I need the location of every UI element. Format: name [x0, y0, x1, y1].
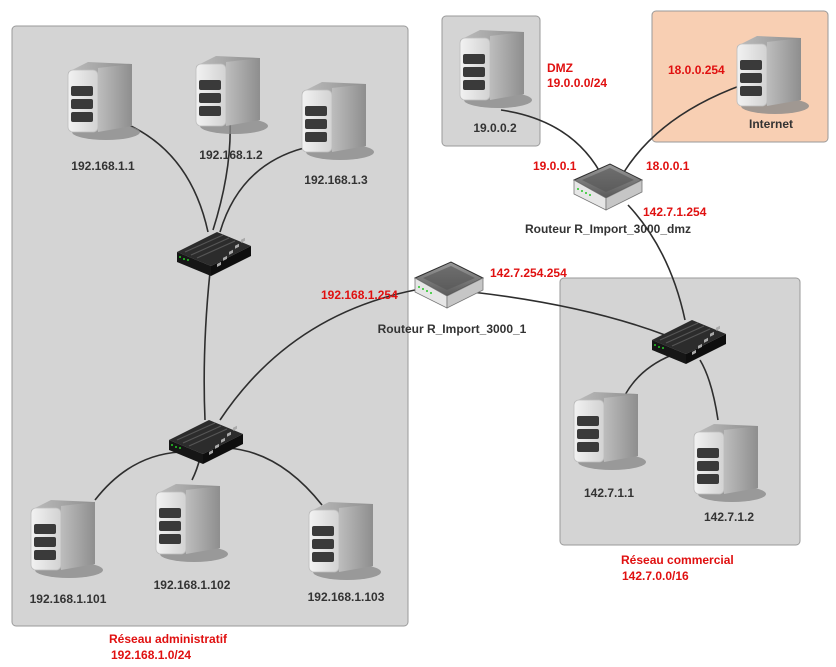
server-label: 142.7.1.2: [703, 510, 755, 524]
zone-admin: [11, 25, 409, 627]
server-icon: [301, 81, 375, 161]
server-label: 192.168.1.102: [153, 578, 231, 592]
server-icon: [693, 423, 767, 503]
link-dmz-router-dmz: [500, 109, 601, 173]
server-label: 192.168.1.2: [199, 148, 263, 162]
link-s103-switch-bottom: [227, 447, 323, 506]
link-internet-router-dmz: [623, 84, 743, 173]
router-ip-label: 18.0.0.1: [646, 159, 690, 173]
link-router-r1-switch-commercial: [471, 291, 666, 336]
server-icon: [736, 35, 810, 115]
router-icon: [414, 261, 484, 309]
zone-dmz-name: DMZ: [547, 61, 573, 75]
server-icon: [459, 29, 533, 109]
router-ip-label: 142.7.254.254: [490, 266, 567, 280]
server-label: 192.168.1.103: [307, 590, 385, 604]
zone-commercial-subnet: 142.7.0.0/16: [622, 569, 689, 583]
server-icon: [308, 501, 382, 581]
server-icon: [67, 61, 141, 141]
router-ip-label: 19.0.0.1: [533, 159, 577, 173]
link-switch-top-switch-bottom: [203, 271, 211, 421]
server-label: 192.168.1.101: [29, 592, 107, 606]
server-icon: [30, 499, 104, 579]
link-switch-bottom-router-r1: [219, 289, 416, 421]
router-ip-label: 142.7.1.254: [643, 205, 707, 219]
server-label: 192.168.1.1: [71, 159, 135, 173]
zone-commercial-name: Réseau commercial: [621, 553, 734, 567]
server-label: 192.168.1.3: [304, 173, 368, 187]
zone-admin-subnet: 192.168.1.0/24: [111, 648, 192, 662]
link-s3-switch-top: [219, 147, 305, 233]
server-icon: [573, 391, 647, 471]
link-s101-switch-bottom: [94, 451, 181, 501]
router-name-label: Routeur R_Import_3000_1: [377, 322, 527, 336]
server-icon: [155, 483, 229, 563]
router-name-label: Routeur R_Import_3000_dmz: [524, 222, 692, 236]
internet-label: Internet: [748, 117, 794, 131]
zone-admin-name: Réseau administratif: [109, 632, 228, 646]
zone-dmz-subnet: 19.0.0.0/24: [547, 76, 608, 90]
server-label: 142.7.1.1: [583, 486, 635, 500]
server-label: 19.0.0.2: [473, 121, 517, 135]
link-router-dmz-switch-commercial: [627, 204, 686, 321]
router-ip-label: 192.168.1.254: [321, 288, 398, 302]
server-icon: [195, 55, 269, 135]
internet-ip-label: 18.0.0.254: [668, 63, 725, 77]
link-c1-switch-commercial: [624, 354, 673, 396]
link-c2-switch-commercial: [699, 359, 719, 421]
router-icon: [573, 163, 643, 211]
